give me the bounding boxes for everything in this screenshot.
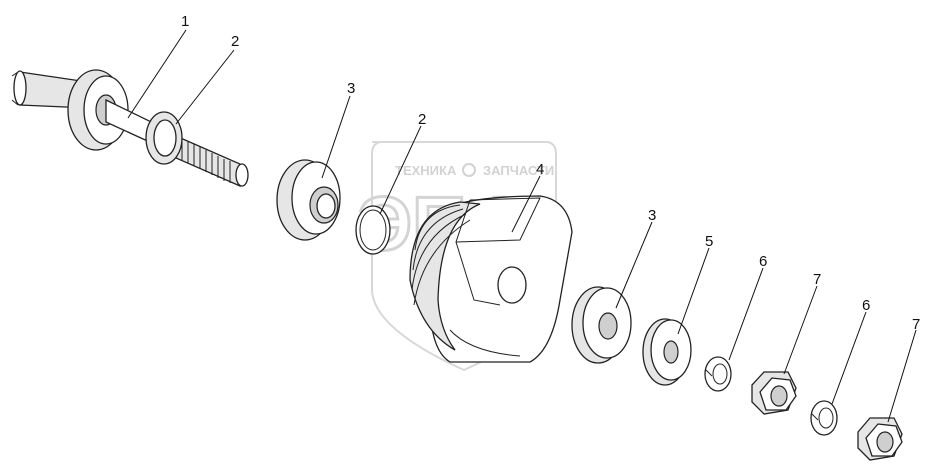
- part-7-hex-nut-a: [751, 371, 797, 415]
- part-6-spring-washer-b: [810, 400, 838, 436]
- part-4-housing: [409, 195, 573, 363]
- part-1-bolt: [11, 69, 249, 187]
- callout-2-lower: 2: [418, 111, 426, 128]
- part-2-ring-washer-upper: [145, 111, 183, 165]
- watermark-text-left: ТЕХНИКА: [395, 163, 457, 178]
- callout-5: 5: [705, 233, 713, 250]
- callout-7-b: 7: [912, 316, 920, 333]
- callout-1: 1: [181, 13, 189, 30]
- part-6-spring-washer-a: [704, 356, 732, 392]
- callout-3-lower: 3: [648, 207, 656, 224]
- callout-6-b: 6: [862, 297, 870, 314]
- leader-lines: [127, 29, 917, 423]
- watermark-shield: [371, 141, 557, 372]
- part-3-bushing-lower: [571, 286, 632, 364]
- callout-labels: 1 2 3 2 4 3 5 6 7 6 7: [181, 13, 920, 333]
- part-5-flat-washer: [642, 318, 692, 386]
- callout-6-a: 6: [759, 253, 767, 270]
- callout-2-upper: 2: [231, 33, 239, 50]
- callout-3-upper: 3: [347, 80, 355, 97]
- callout-4: 4: [536, 161, 544, 178]
- callout-7-a: 7: [813, 271, 821, 288]
- watermark-text-right: ЗАПЧАСТИ: [483, 163, 554, 178]
- part-7-hex-nut-b: [857, 417, 903, 461]
- part-3-bushing-upper: [276, 159, 341, 241]
- watermark-dot-icon: [462, 163, 476, 177]
- part-2-ring-lower: [355, 205, 391, 255]
